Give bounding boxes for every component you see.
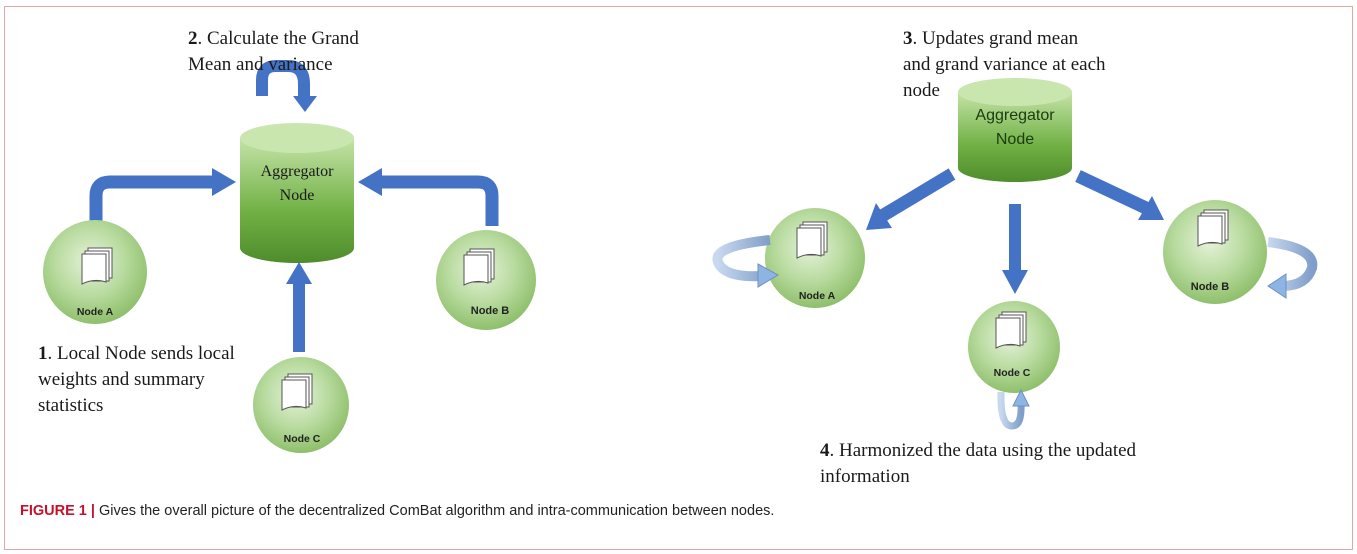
node-b-label: Node B (471, 305, 510, 317)
loop-arrow-node-b-head (1267, 273, 1287, 299)
arrow-head-c (286, 262, 312, 284)
figure-frame (4, 6, 1353, 550)
aggregator-node (240, 123, 354, 263)
node-c-right (968, 301, 1060, 393)
arrow-aggregator-to-node-a (878, 168, 956, 222)
node-c-label: Node C (284, 433, 321, 445)
step1-line2: weights and summary (38, 369, 205, 390)
node-a-label: Node A (77, 306, 114, 318)
step3-line3: node (903, 80, 940, 101)
step4-line2: information (820, 466, 910, 487)
step3-line1: 3. Updates grand mean (903, 28, 1079, 49)
loop-arrow-node-c (997, 391, 1025, 430)
aggregator-label-1: Aggregator (261, 163, 335, 180)
aggregator-right-label-2: Node (996, 131, 1034, 148)
step2-line2: Mean and variance (188, 54, 333, 75)
arrow-head-right-a (866, 203, 892, 230)
figure-label: FIGURE 1 | (20, 503, 95, 519)
loop-arrow-node-a-head (757, 263, 780, 288)
arrow-node-a-to-aggregator (89, 175, 214, 226)
arrow-head-a (212, 168, 236, 196)
figure-caption-text: Gives the overall picture of the decentr… (94, 503, 775, 519)
step1-line3: statistics (38, 395, 103, 416)
arrow-aggregator-to-node-b (1075, 170, 1149, 214)
arrow-aggregator-to-node-c (1009, 204, 1021, 272)
aggregator-right-label-1: Aggregator (975, 107, 1055, 124)
loop-arrow-node-a (712, 235, 771, 282)
node-b-right-label: Node B (1191, 281, 1230, 293)
step3-line2: and grand variance at each (903, 54, 1106, 75)
node-c-right-label: Node C (994, 367, 1031, 379)
diagram: Aggregator Node Node A Node B Node C 2. … (38, 28, 1318, 487)
arrow-node-c-to-aggregator (293, 282, 305, 352)
step4-line1: 4. Harmonized the data using the updated (820, 440, 1137, 461)
arrow-node-b-to-aggregator (380, 175, 499, 226)
figure-caption: FIGURE 1 | Gives the overall picture of … (20, 503, 774, 519)
node-a-right (765, 208, 865, 308)
node-a-right-label: Node A (799, 290, 836, 302)
loop-arrow (256, 60, 310, 96)
loop-arrow-node-c-head (1012, 388, 1030, 407)
aggregator-label-2: Node (280, 187, 315, 204)
aggregator-node-right (958, 78, 1072, 182)
step1-line1: 1. Local Node sends local (38, 343, 235, 364)
step2-line1: 2. Calculate the Grand (188, 28, 359, 49)
arrow-head-right-b (1138, 196, 1164, 220)
loop-arrow-node-b (1267, 237, 1318, 291)
loop-arrow-head (293, 96, 317, 112)
arrow-head-right-c (1002, 270, 1028, 294)
arrow-head-b (358, 168, 382, 196)
node-b-right (1163, 200, 1267, 304)
